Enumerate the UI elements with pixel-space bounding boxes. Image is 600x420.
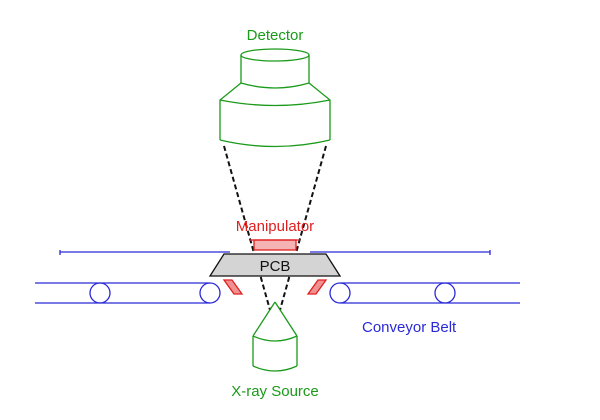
left-belt-roller-1 <box>89 282 111 304</box>
manipulator <box>222 239 328 295</box>
right-belt-roller-2 <box>434 282 456 304</box>
xray-source-cone <box>252 301 298 337</box>
xray-beam <box>223 145 327 311</box>
detector-bottom-curve <box>219 139 331 148</box>
manipulator-label: Manipulator <box>236 218 314 235</box>
xray-source-bottom-curve <box>252 365 298 372</box>
beam-right-edge <box>279 145 327 311</box>
manipulator-top-clamp <box>253 239 297 251</box>
conveyor-belt <box>35 250 520 304</box>
detector-top-cap <box>240 48 310 62</box>
detector-label: Detector <box>247 27 304 44</box>
detector <box>219 48 331 148</box>
right-belt-roller-1 <box>329 282 351 304</box>
xray-source-upper-curve <box>252 335 298 342</box>
pcb-shape <box>208 253 342 277</box>
manipulator-left-foot <box>222 279 244 295</box>
detector-upper-bottom-curve <box>240 82 310 89</box>
pcb-board: PCB <box>208 253 342 277</box>
conveyor-belt-label: Conveyor Belt <box>362 319 457 336</box>
beam-left-edge <box>223 145 271 311</box>
detector-shoulder-curve <box>219 99 331 107</box>
xray-source <box>252 301 298 372</box>
manipulator-right-foot <box>306 279 328 295</box>
left-belt-roller-2 <box>199 282 221 304</box>
detector-shoulder <box>219 82 331 140</box>
xray-source-label: X-ray Source <box>231 383 319 400</box>
pcb-label: PCB <box>260 258 291 275</box>
